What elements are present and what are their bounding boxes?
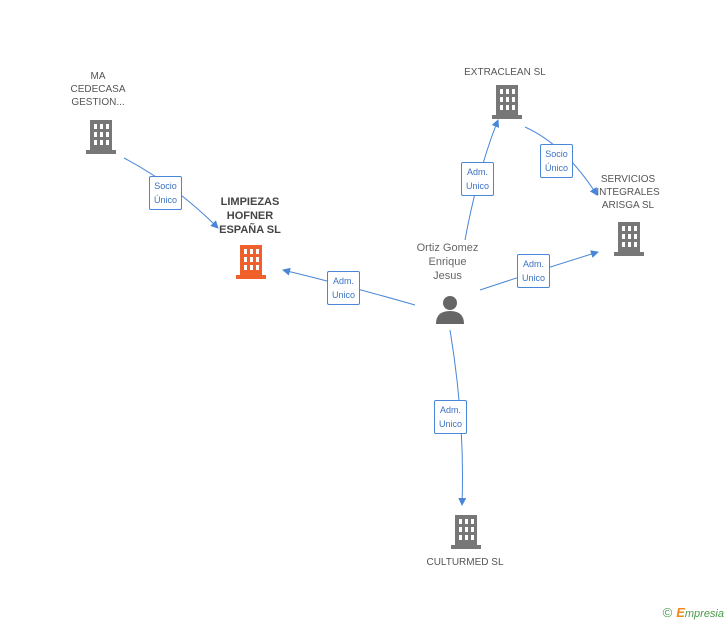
company-label-extraclean[interactable]: EXTRACLEAN SL (464, 67, 546, 78)
edge-label-adm-extraclean: Adm. Unico (461, 162, 495, 196)
edge-label-adm-limpiezas: Adm. Unico (327, 271, 361, 305)
person-icon[interactable] (434, 294, 466, 324)
focus-building-icon[interactable] (236, 245, 266, 279)
building-icon[interactable] (492, 85, 522, 119)
building-icon[interactable] (614, 222, 644, 256)
building-icon[interactable] (451, 515, 481, 549)
copyright-icon: © (662, 605, 673, 620)
company-label-ma-cedecasa[interactable]: MA CEDECASA GESTION... (70, 71, 126, 108)
edge-label-socio-ma: Socio Único (149, 176, 183, 210)
edge-label-adm-culturmed: Adm. Unico (434, 400, 468, 434)
edge-label-socio-extraclean: Socio Único (540, 144, 574, 178)
edge-label-adm-servicios: Adm. Unico (517, 254, 551, 288)
empresia-logo: ©Empresia (662, 605, 724, 620)
company-label-limpiezas[interactable]: LIMPIEZAS HOFNER ESPAÑA SL (219, 196, 281, 236)
company-label-servicios[interactable]: SERVICIOS INTEGRALES ARISGA SL (596, 174, 660, 211)
company-label-culturmed[interactable]: CULTURMED SL (426, 557, 504, 568)
building-icon[interactable] (86, 120, 116, 154)
person-label[interactable]: Ortiz Gomez Enrique Jesus (416, 242, 479, 282)
